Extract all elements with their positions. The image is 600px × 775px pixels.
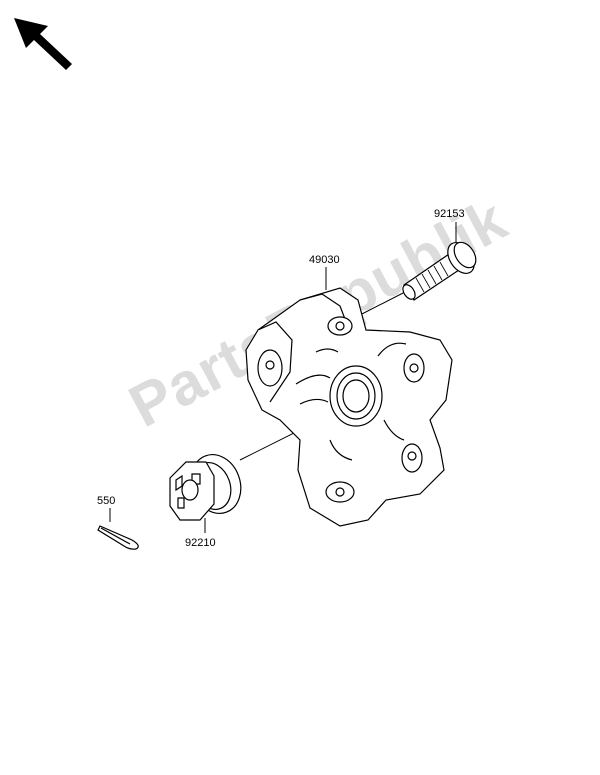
hub-bolt-92153	[402, 241, 477, 301]
part-label-92210: 92210	[185, 537, 216, 549]
arrow-up-left-icon	[14, 18, 72, 70]
part-label-49030: 49030	[309, 254, 340, 266]
wheel-hub-49030	[245, 287, 453, 527]
cotter-pin-550	[97, 525, 139, 550]
part-label-550: 550	[97, 495, 116, 507]
castle-nut-92210	[169, 454, 242, 521]
part-label-92153: 92153	[434, 208, 465, 220]
